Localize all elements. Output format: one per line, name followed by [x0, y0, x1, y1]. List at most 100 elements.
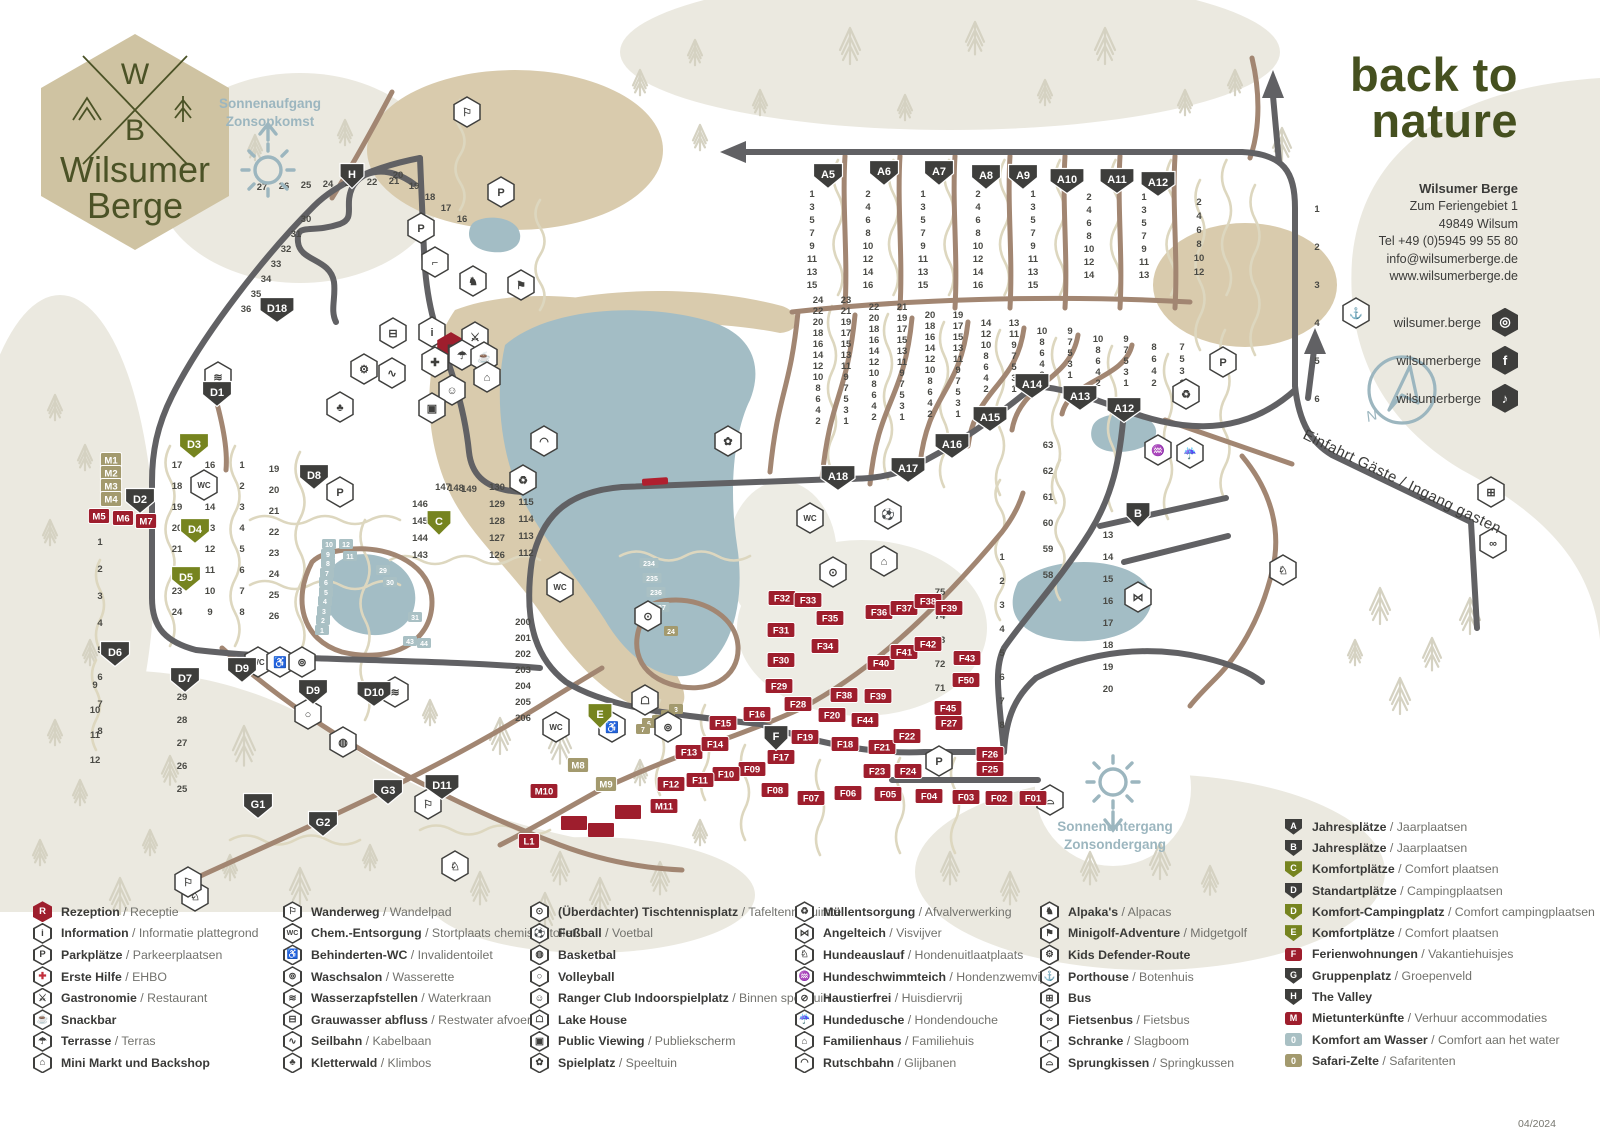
map-plate-F13: F13 — [674, 744, 704, 760]
legend-label: Fußball / Voetbal — [558, 926, 653, 941]
pitch-number: 5 — [1314, 356, 1320, 367]
svg-text:WC: WC — [553, 583, 567, 592]
contact-email[interactable]: info@wilsumerberge.de — [1386, 251, 1518, 266]
pitch-number: 10 — [863, 241, 874, 252]
pitch-number: 1 — [809, 189, 815, 200]
legend-item-mini-market: ⌂Mini Markt und Backshop — [33, 1052, 283, 1074]
laundry-icon: ⊚ — [283, 966, 302, 988]
map-badge-A12: A12 — [1140, 170, 1176, 198]
pitch-number: 75 — [935, 587, 946, 598]
pitch-number: 6 — [1039, 348, 1044, 359]
svg-text:F20: F20 — [824, 711, 840, 722]
pitch-number: 9 — [955, 365, 960, 376]
svg-text:D8: D8 — [307, 470, 321, 482]
map-plate-F40: F40 — [866, 655, 896, 671]
pitch-number: 62 — [1043, 466, 1054, 477]
map-plate-F16: F16 — [742, 706, 772, 722]
map-badge-D11: D11 — [424, 773, 460, 801]
public-viewing-icon: ▣ — [418, 392, 446, 424]
tree-icon — [691, 123, 709, 152]
svg-text:M3: M3 — [104, 482, 117, 493]
pitch-number: 11 — [1009, 329, 1020, 340]
legend-label: Grauwasser abfluss / Restwater afvoer — [311, 1012, 532, 1027]
map-badge-A6: A6 — [868, 159, 900, 187]
snackbar-icon: ☕ — [33, 1009, 52, 1031]
map-plate-F42: F42 — [913, 636, 943, 652]
svg-text:◠: ◠ — [539, 436, 549, 448]
footpath — [294, 450, 306, 654]
pitch-number: 32 — [281, 244, 292, 255]
svg-text:⌓: ⌓ — [1046, 795, 1055, 807]
map-badge-G3: G3 — [372, 778, 404, 806]
pitch-number: 20 — [269, 485, 280, 496]
svg-text:♘: ♘ — [190, 891, 200, 903]
legend-label: Standartplätze / Campingplaatsen — [1312, 883, 1503, 898]
pitch-number: 18 — [172, 481, 183, 492]
pitch-number: 10 — [1037, 326, 1048, 337]
pitch-chip: 234 — [639, 558, 659, 568]
social-link-instagram[interactable]: wilsumer.berge◎ — [1350, 307, 1518, 337]
pitch-number: 14 — [1103, 552, 1114, 563]
svg-text:F26: F26 — [982, 750, 998, 761]
svg-text:7: 7 — [641, 727, 645, 734]
contact-website[interactable]: www.wilsumerberge.de — [1389, 269, 1518, 284]
pitch-number: 1 — [999, 552, 1005, 563]
tree-icon — [71, 778, 89, 807]
pitch-number: 1 — [920, 189, 926, 200]
pitch-chip: 3 — [317, 606, 331, 616]
map-version: 04/2024 — [1518, 1118, 1556, 1130]
svg-text:A15: A15 — [980, 412, 1000, 424]
tagline-line1: back to — [1349, 48, 1518, 101]
svg-text:F38: F38 — [920, 597, 936, 608]
svg-text:G1: G1 — [251, 799, 266, 811]
logo: W B Wilsumer Berge — [41, 34, 229, 250]
pitch-number: 203 — [515, 665, 531, 676]
pitch-number: 18 — [1103, 640, 1114, 651]
sunset-label-nl: Zonsondergang — [1064, 837, 1166, 852]
bus-icon: ⊞ — [1040, 987, 1059, 1009]
pitch-number: 25 — [269, 590, 280, 601]
pitch-number: 30 — [301, 214, 312, 225]
svg-text:☕: ☕ — [477, 350, 491, 364]
legend-label: Hundeschwimmteich / Hondenzwemvijver — [823, 969, 1061, 984]
svg-text:✚: ✚ — [430, 357, 439, 369]
svg-text:D5: D5 — [179, 572, 193, 584]
svg-text:☺: ☺ — [446, 385, 457, 397]
svg-text:5: 5 — [324, 590, 328, 597]
pitch-number: 63 — [1043, 440, 1054, 451]
tree-icon — [691, 818, 709, 847]
legend-label: Ferienwohnungen / Vakantiehuisjes — [1312, 947, 1514, 962]
legend-item-hiking-trail: ⚐Wanderweg / Wandelpad — [283, 901, 530, 923]
svg-text:F22: F22 — [899, 732, 915, 743]
pitch-number: 29 — [177, 692, 188, 703]
playground-icon: ✿ — [714, 425, 742, 457]
svg-text:D6: D6 — [108, 647, 122, 659]
svg-text:D2: D2 — [133, 494, 147, 506]
tree-icon — [751, 88, 769, 117]
pitch-number: 145 — [412, 516, 429, 527]
mini-market-icon: ⌂ — [33, 1052, 52, 1074]
header: back to nature Wilsumer Berge Zum Ferien… — [1349, 48, 1518, 422]
map-badge-D2: D2 — [124, 487, 156, 515]
social-link-tiktok[interactable]: wilsumerberge♪ — [1350, 383, 1518, 413]
svg-text:D1: D1 — [210, 387, 224, 399]
hiking-trail-icon: ⚐ — [174, 866, 202, 898]
map-plate-F06: F06 — [833, 785, 863, 801]
logo-initial-bottom: B — [125, 114, 145, 147]
fishing-pond-icon: ⋈ — [1124, 581, 1152, 613]
pitch-chip: 24 — [664, 626, 678, 636]
pitch-number: 15 — [918, 280, 929, 291]
sunrise-marker — [240, 121, 296, 198]
code-badge-icon: F — [1285, 947, 1302, 961]
svg-text:⊞: ⊞ — [1486, 487, 1495, 499]
svg-text:A5: A5 — [821, 169, 835, 181]
pitch-number: 10 — [973, 241, 984, 252]
map-plate-F33: F33 — [793, 592, 823, 608]
svg-text:WC: WC — [549, 723, 563, 732]
svg-text:⚐: ⚐ — [423, 799, 433, 811]
pitch-number: 6 — [1095, 356, 1100, 367]
legend-item-dog-shower: ☔Hundedusche / Hondendouche — [795, 1009, 1040, 1031]
svg-text:F03: F03 — [958, 793, 974, 804]
